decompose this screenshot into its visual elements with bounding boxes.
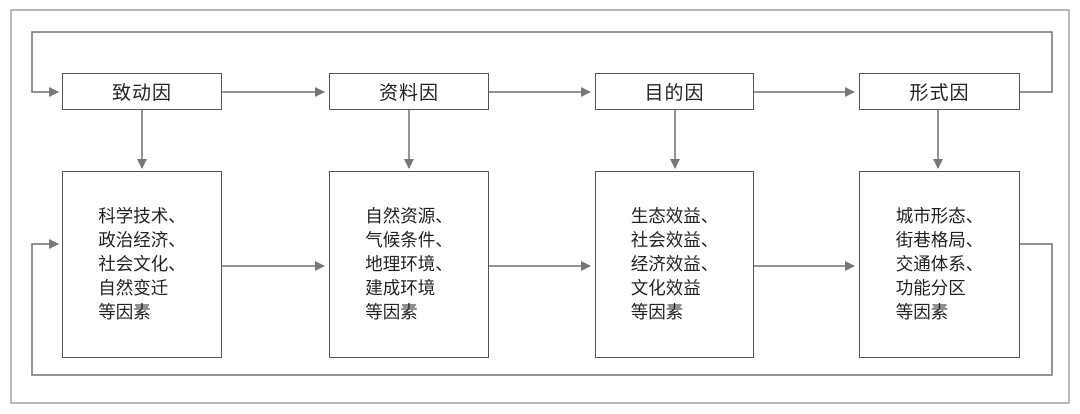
factor-line: 等因素 (895, 302, 949, 323)
box-final-factors: 生态效益、 社会效益、 经济效益、 文化效益 等因素 (595, 171, 754, 358)
box-efficient-factors: 科学技术、 政治经济、 社会文化、 自然变迁 等因素 (62, 171, 222, 358)
factor-line: 交通体系、 (895, 254, 984, 275)
factor-line: 等因素 (630, 302, 684, 323)
factor-line: 地理环境、 (365, 254, 453, 275)
formal-factors-list: 城市形态、 街巷格局、 交通体系、 功能分区 等因素 (896, 205, 984, 325)
factor-line: 政治经济、 (98, 230, 186, 251)
box-formal-cause-label: 形式因 (909, 82, 970, 104)
factor-line: 街巷格局、 (895, 230, 984, 251)
box-formal-cause: 形式因 (859, 73, 1020, 110)
final-factors-list: 生态效益、 社会效益、 经济效益、 文化效益 等因素 (631, 205, 719, 325)
box-material-factors: 自然资源、 气候条件、 地理环境、 建成环境 等因素 (329, 171, 489, 358)
box-efficient-cause-label: 致动因 (111, 82, 172, 104)
arrow-bottom-feedback-loop (31, 239, 1053, 376)
factor-line: 社会效益、 (630, 230, 719, 251)
factor-line: 气候条件、 (365, 230, 453, 251)
factor-line: 等因素 (365, 302, 418, 323)
factor-line: 自然变迁 (98, 278, 169, 299)
box-final-cause: 目的因 (595, 73, 754, 110)
outer-frame (10, 9, 1070, 404)
factor-line: 社会文化、 (98, 254, 186, 275)
factor-line: 自然资源、 (365, 206, 453, 227)
factor-line: 建成环境 (365, 278, 436, 299)
box-final-cause-label: 目的因 (644, 82, 705, 104)
factor-line: 科学技术、 (98, 206, 186, 227)
arrow-top-feedback-loop (31, 31, 1053, 97)
factor-line: 生态效益、 (630, 206, 719, 227)
efficient-factors-list: 科学技术、 政治经济、 社会文化、 自然变迁 等因素 (98, 205, 186, 325)
factor-line: 功能分区 (895, 278, 966, 299)
box-material-cause-label: 资料因 (378, 82, 439, 104)
box-formal-factors: 城市形态、 街巷格局、 交通体系、 功能分区 等因素 (859, 171, 1020, 358)
box-material-cause: 资料因 (329, 73, 489, 110)
factor-line: 文化效益 (630, 278, 701, 299)
material-factors-list: 自然资源、 气候条件、 地理环境、 建成环境 等因素 (365, 205, 453, 325)
factor-line: 等因素 (98, 302, 151, 323)
factor-line: 经济效益、 (630, 254, 719, 275)
factor-line: 城市形态、 (895, 206, 984, 227)
box-efficient-cause: 致动因 (62, 73, 222, 110)
